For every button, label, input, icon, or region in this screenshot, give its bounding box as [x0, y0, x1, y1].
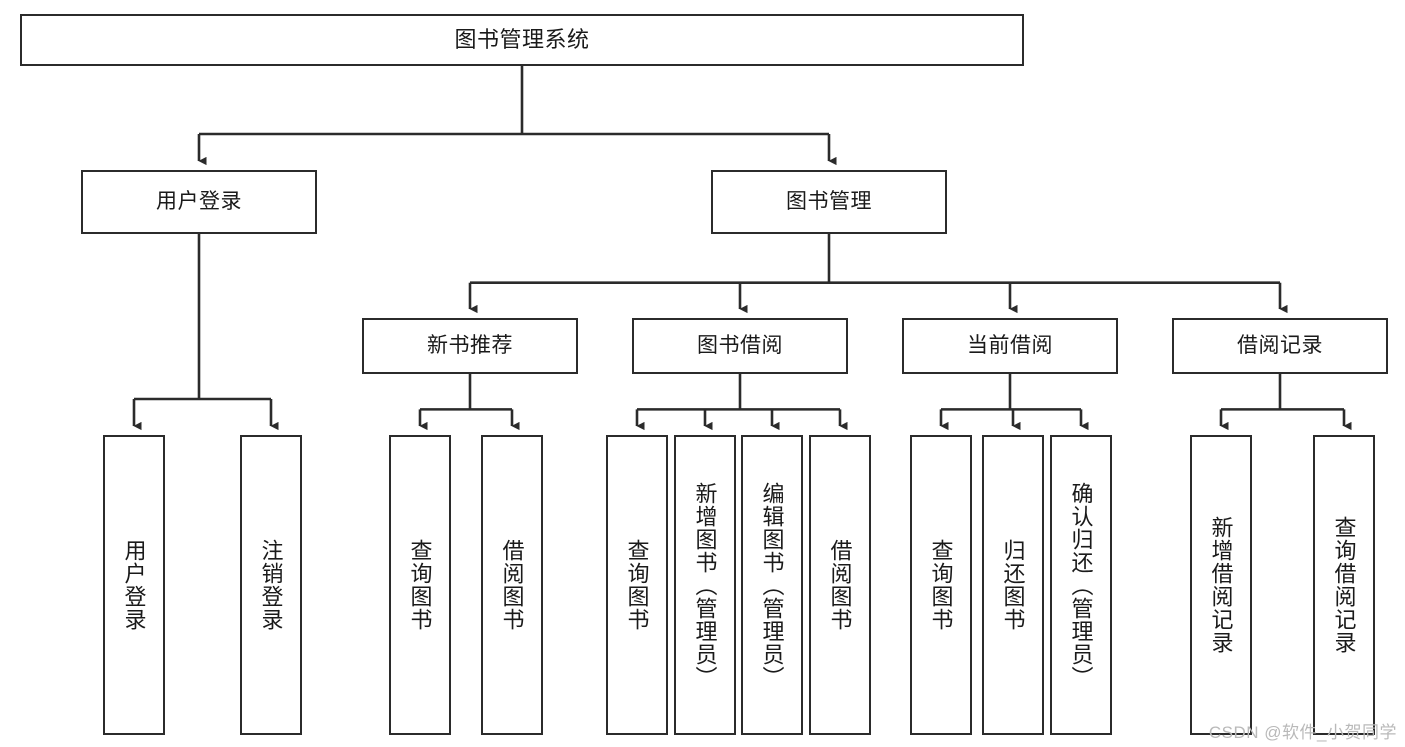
node-label: 当前借阅: [967, 334, 1053, 358]
node-label: 借阅图书: [499, 539, 525, 631]
node-label: 图书管理系统: [454, 26, 590, 52]
leaf-borrow-edit-book-admin[interactable]: 编辑图书（管理员）: [741, 435, 803, 735]
node-label: 查询借阅记录: [1331, 516, 1357, 654]
node-label: 查询图书: [407, 539, 433, 631]
node-label: 注销登录: [258, 539, 284, 631]
node-label: 新增图书（管理员）: [692, 481, 718, 689]
leaf-borrow-add-book-admin[interactable]: 新增图书（管理员）: [674, 435, 736, 735]
node-book-borrow[interactable]: 图书借阅: [632, 318, 848, 374]
leaf-records-add-record[interactable]: 新增借阅记录: [1190, 435, 1252, 735]
node-label: 新书推荐: [427, 334, 513, 358]
node-label: 归还图书: [1000, 539, 1026, 631]
node-label: 新增借阅记录: [1208, 516, 1234, 654]
leaf-user-login[interactable]: 用户登录: [103, 435, 165, 735]
leaf-borrow-query-book[interactable]: 查询图书: [606, 435, 668, 735]
csdn-watermark: CSDN @软件_小贺同学: [1208, 723, 1397, 742]
leaf-records-query-record[interactable]: 查询借阅记录: [1313, 435, 1375, 735]
leaf-newbook-query-book[interactable]: 查询图书: [389, 435, 451, 735]
leaf-current-confirm-return-admin[interactable]: 确认归还（管理员）: [1050, 435, 1112, 735]
leaf-borrow-lend-book[interactable]: 借阅图书: [809, 435, 871, 735]
node-user-login[interactable]: 用户登录: [81, 170, 317, 234]
leaf-newbook-borrow-book[interactable]: 借阅图书: [481, 435, 543, 735]
node-label: 图书借阅: [697, 334, 783, 358]
node-label: 编辑图书（管理员）: [759, 481, 785, 689]
node-new-book-recommend[interactable]: 新书推荐: [362, 318, 578, 374]
node-label: 图书管理: [786, 190, 872, 214]
node-label: 查询图书: [928, 539, 954, 631]
node-borrow-records[interactable]: 借阅记录: [1172, 318, 1388, 374]
node-root[interactable]: 图书管理系统: [20, 14, 1024, 66]
node-label: 用户登录: [121, 539, 147, 631]
node-label: 借阅记录: [1237, 334, 1323, 358]
node-label: 用户登录: [156, 190, 242, 214]
node-label: 借阅图书: [827, 539, 853, 631]
node-book-management[interactable]: 图书管理: [711, 170, 947, 234]
node-label: 查询图书: [624, 539, 650, 631]
node-label: 确认归还（管理员）: [1068, 481, 1094, 689]
leaf-user-logout[interactable]: 注销登录: [240, 435, 302, 735]
leaf-current-return-book[interactable]: 归还图书: [982, 435, 1044, 735]
leaf-current-query-book[interactable]: 查询图书: [910, 435, 972, 735]
node-current-borrow[interactable]: 当前借阅: [902, 318, 1118, 374]
